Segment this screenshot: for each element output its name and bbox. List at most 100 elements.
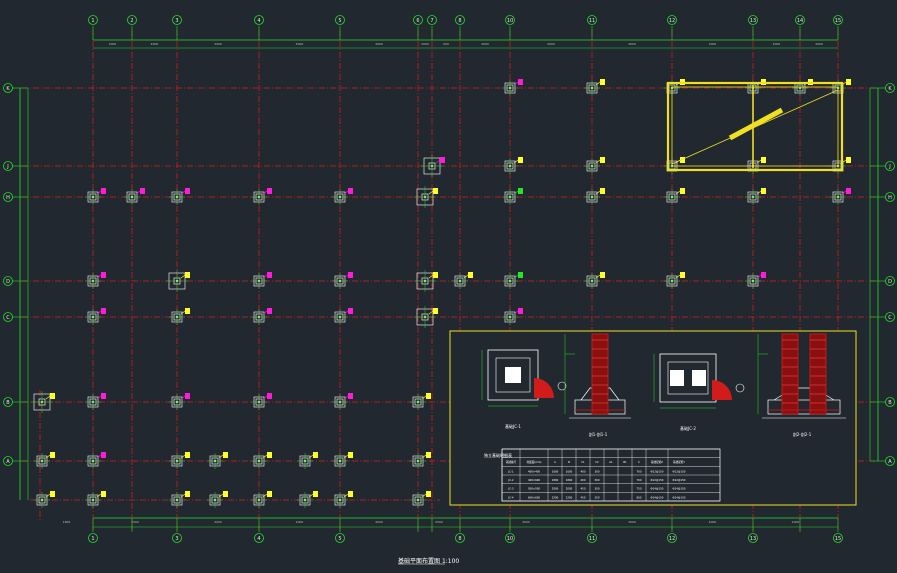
axis-bubble-bottom [455, 533, 465, 543]
footing-tag [426, 452, 431, 458]
axis-bubble-label: J [888, 164, 890, 170]
table-cell: 1800 [566, 478, 573, 482]
column-footing [421, 155, 445, 177]
axis-bubble-row [3, 456, 13, 466]
axis-bubble-label: 2 [130, 18, 133, 24]
axis-bubble-label: C [888, 315, 892, 321]
footing-tag [680, 157, 685, 163]
column-footing [166, 270, 190, 292]
footing-leader [218, 454, 224, 459]
footing-tag [101, 491, 106, 497]
plan-outer [659, 353, 717, 403]
footing-tag [313, 491, 318, 497]
footing-tag [267, 491, 272, 497]
footing-tag [185, 272, 190, 278]
footing-leader [595, 190, 601, 195]
axis-bubble-label: 11 [589, 18, 595, 24]
footing-tag [50, 452, 55, 458]
footing-leader [180, 190, 186, 195]
footing-leader [513, 190, 519, 195]
footing-leader [595, 81, 601, 86]
axis-bubble-bottom [833, 533, 843, 543]
axis-bubble-top [587, 15, 597, 25]
table-cell: 300 [595, 469, 600, 473]
table-cell: Φ12@150 [673, 469, 686, 473]
top-dim-text: 3000 [214, 42, 222, 46]
plan-detail-a [481, 349, 567, 407]
footing-tag [185, 491, 190, 497]
footing-leader [96, 274, 102, 279]
table-cell: 700 [637, 478, 642, 482]
axis-bubble-label: H [6, 195, 10, 201]
table-header: 基础编号 [506, 460, 517, 464]
plan-column [505, 367, 521, 383]
footing-leader [675, 274, 681, 279]
bottom-dim-text: 2000 [792, 520, 800, 524]
plan-inner [667, 361, 709, 395]
footing-tag [223, 491, 228, 497]
section-base [767, 399, 841, 415]
plan-outer [487, 349, 539, 401]
footing-leader [435, 159, 441, 164]
column-footing [207, 452, 228, 469]
column-footing [584, 272, 605, 289]
axis-bubble-label: D [888, 279, 892, 285]
plan-b-label: 基础JC-2 [680, 425, 696, 431]
table-cell: 400×600 [528, 478, 540, 482]
column-footing [410, 491, 431, 508]
footing-leader [513, 310, 519, 315]
table-cell: Φ12@150 [651, 478, 664, 482]
bottom-dim-text: 2500 [435, 520, 443, 524]
axis-bubble-row [885, 161, 895, 171]
axis-bubble-label: 7 [430, 18, 433, 24]
axis-bubble-bottom [254, 533, 264, 543]
footing-tag [101, 308, 106, 314]
column-footing [297, 491, 318, 508]
footing-leader [96, 190, 102, 195]
plan-rebar-quadrant [712, 380, 732, 400]
table-cell: 450 [581, 495, 586, 499]
footing-tag [600, 188, 605, 194]
footing-leader [463, 274, 469, 279]
footing-tag [600, 157, 605, 163]
bottom-dim-text: 4000 [709, 520, 717, 524]
footing-tag [348, 272, 353, 278]
axis-bubble-label: C [6, 315, 10, 321]
axis-bubble-row [3, 397, 13, 407]
bottom-dim-text: 2000 [131, 520, 139, 524]
footing-leader [180, 310, 186, 315]
footing-tag [185, 393, 190, 399]
axis-bubble-row [3, 312, 13, 322]
axis-bubble-top [127, 15, 137, 25]
column-footing [830, 79, 851, 96]
footing-leader [513, 274, 519, 279]
table-cell: 2200 [552, 495, 559, 499]
axis-bubble-row [885, 276, 895, 286]
drawing-title-text: 基础平面布置图 [398, 558, 441, 565]
table-cell: Φ12@150 [673, 478, 686, 482]
plan-column [670, 370, 684, 386]
bottom-dim-text: 3000 [628, 520, 636, 524]
footing-leader [428, 190, 434, 195]
footing-tag [468, 272, 473, 278]
footing-leader [96, 395, 102, 400]
table-cell: 450 [581, 487, 586, 491]
column-footing [410, 452, 431, 469]
table-cell: 1600 [552, 469, 559, 473]
footing-leader [343, 454, 349, 459]
column-footing [332, 491, 353, 508]
footing-leader [135, 190, 141, 195]
table-title: 独立基础明细表 [484, 452, 512, 458]
footing-tag [518, 188, 523, 194]
column-footing [502, 272, 523, 289]
footing-leader [343, 190, 349, 195]
footing-leader [180, 454, 186, 459]
axis-bubble-label: 3 [175, 536, 178, 542]
column-footing [169, 393, 190, 410]
table-cell: 2200 [566, 495, 573, 499]
footing-leader [262, 454, 268, 459]
column-footing [332, 452, 353, 469]
